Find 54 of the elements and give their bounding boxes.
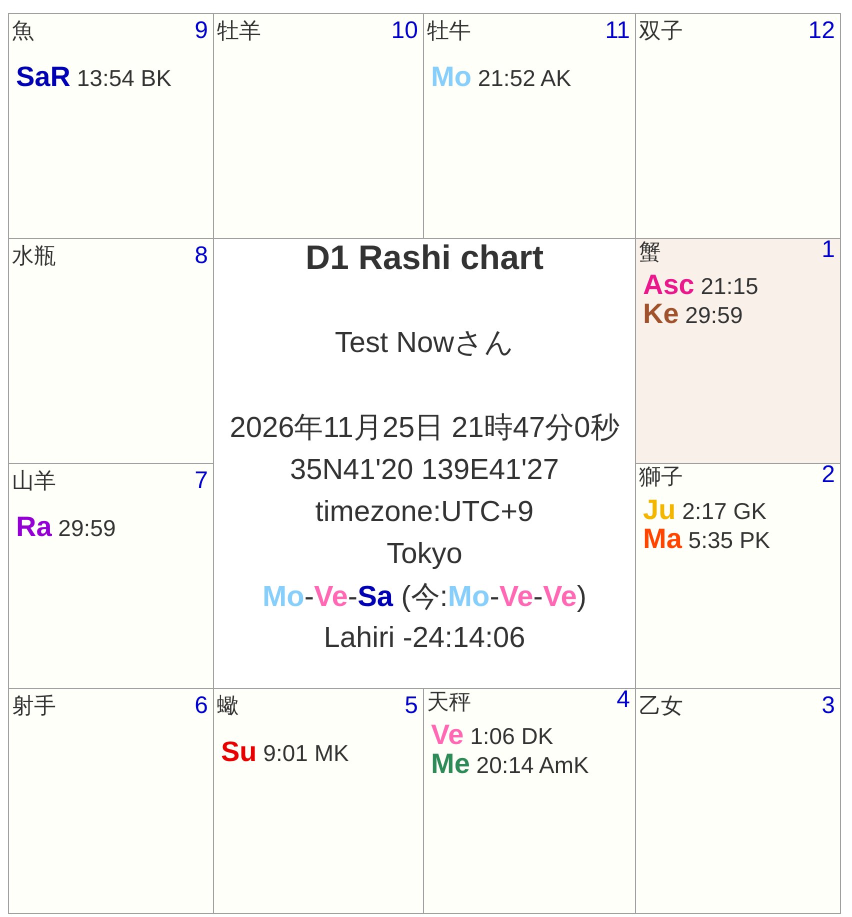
sign-name: 蟹 — [639, 239, 661, 265]
timezone: timezone:UTC+9 — [314, 495, 535, 530]
house-number: 9 — [194, 18, 208, 44]
house-cell — [635, 238, 841, 464]
sign-name: 魚 — [12, 18, 34, 44]
planet-entry: Ve 1:06 DK — [431, 720, 554, 751]
planet-entry: Su 9:01 MK — [221, 737, 349, 768]
house-cell — [8, 238, 214, 464]
place-name: Tokyo — [386, 537, 464, 572]
chart-title: D1 Rashi chart — [304, 240, 545, 276]
sign-name: 山羊 — [12, 468, 56, 494]
house-cell — [8, 688, 214, 914]
planet-entry: Me 20:14 AmK — [431, 749, 589, 780]
house-number: 4 — [616, 687, 630, 713]
planet-entry: Ra 29:59 — [16, 512, 116, 543]
house-number: 1 — [822, 237, 835, 263]
house-number: 3 — [822, 693, 835, 719]
planet-entry: SaR 13:54 BK — [16, 62, 172, 93]
sign-name: 牡羊 — [217, 18, 261, 44]
house-number: 5 — [404, 693, 418, 719]
dasha-sequence: Mo-Ve-Sa (今:Mo-Ve-Ve) — [262, 580, 588, 615]
person-name: Test Nowさん — [334, 326, 516, 361]
house-number: 11 — [605, 18, 630, 44]
planet-entry: Asc 21:15 — [643, 270, 758, 301]
house-number: 6 — [194, 693, 208, 719]
house-cell — [213, 688, 424, 914]
sign-name: 天秤 — [427, 689, 471, 715]
house-number: 12 — [808, 18, 835, 44]
planet-entry: Mo 21:52 AK — [431, 62, 572, 93]
planet-entry: Ju 2:17 GK — [643, 495, 766, 526]
planet-entry: Ke 29:59 — [643, 299, 743, 330]
sign-name: 獅子 — [639, 464, 683, 490]
sign-name: 乙女 — [639, 693, 683, 719]
sign-name: 蠍 — [217, 693, 239, 719]
house-number: 8 — [194, 243, 208, 269]
house-cell — [423, 13, 636, 239]
house-cell — [423, 688, 636, 914]
planet-entry: Ma 5:35 PK — [643, 524, 770, 555]
house-cell — [8, 463, 214, 689]
house-number: 2 — [822, 462, 835, 488]
house-number: 7 — [194, 468, 208, 494]
coordinates: 35N41'20 139E41'27 — [288, 453, 560, 488]
house-cell — [635, 688, 841, 914]
house-cell — [635, 13, 841, 239]
sign-name: 牡牛 — [427, 18, 471, 44]
house-cell — [635, 463, 841, 689]
house-number: 10 — [391, 18, 418, 44]
date-time: 2026年11月25日 21時47分0秒 — [228, 411, 620, 446]
house-cell — [213, 13, 424, 239]
ayanamsa: Lahiri -24:14:06 — [322, 621, 526, 656]
sign-name: 双子 — [639, 18, 683, 44]
sign-name: 射手 — [12, 693, 56, 719]
house-cell — [8, 13, 214, 239]
sign-name: 水瓶 — [12, 243, 56, 269]
